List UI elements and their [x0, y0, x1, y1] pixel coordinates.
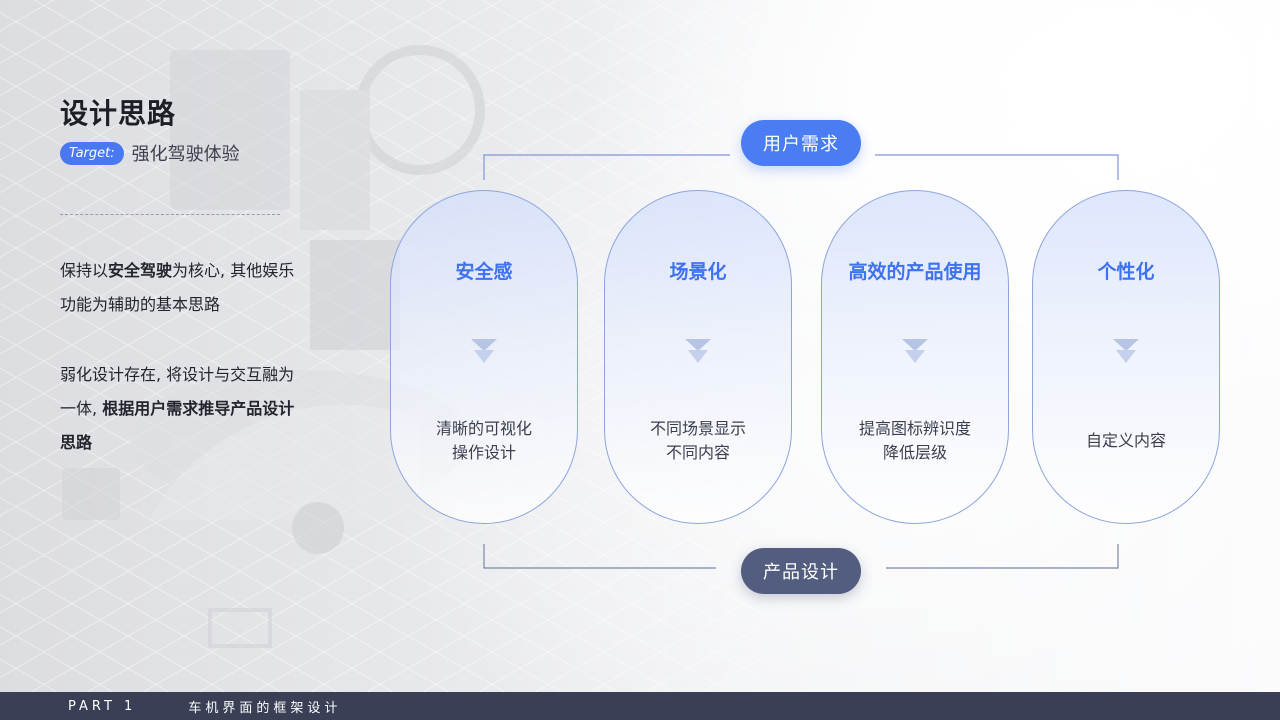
product-design-pill: 产品设计 — [741, 548, 861, 594]
card-description-line: 不同内容 — [665, 443, 730, 462]
card-personalization: 个性化 自定义内容 — [1032, 190, 1220, 524]
target-badge: Target: — [60, 141, 124, 165]
card-title: 安全感 — [455, 261, 513, 283]
double-chevron-down-icon — [902, 339, 928, 363]
paragraph-text: 为核心, 其他娱乐功能为辅助的基本思路 — [60, 261, 295, 314]
footer-section-title: 车机界面的框架设计 — [188, 700, 342, 716]
card-efficiency: 高效的产品使用 提高图标辨识度 降低层级 — [821, 190, 1009, 524]
paragraph-text: 弱化设计存在, 将设计与交互融为一体, — [60, 365, 295, 418]
target-row: Target: 强化驾驶体验 — [60, 140, 240, 166]
card-title: 个性化 — [1097, 261, 1155, 283]
card-description-line: 不同场景显示 — [649, 419, 746, 438]
paragraph-emphasis: 安全驾驶 — [108, 261, 173, 280]
background-illustration — [62, 45, 485, 648]
paragraph-design-approach: 弱化设计存在, 将设计与交互融为一体, 根据用户需求推导产品设计思路 — [60, 358, 300, 460]
user-needs-pill: 用户需求 — [741, 120, 861, 166]
footer-part-label: PART 1 — [68, 698, 137, 714]
dashed-divider — [60, 214, 280, 215]
card-scenario: 场景化 不同场景显示 不同内容 — [604, 190, 792, 524]
flow-connector-lines — [483, 154, 1119, 569]
target-text: 强化驾驶体验 — [131, 144, 240, 165]
paragraph-emphasis: 根据用户需求推导产品设计思路 — [60, 399, 295, 452]
page-title: 设计思路 — [60, 97, 177, 130]
card-description-line: 清晰的可视化 — [435, 419, 532, 438]
card-description-line: 操作设计 — [451, 443, 516, 462]
card-description: 不同场景显示 不同内容 — [605, 415, 791, 467]
card-description: 清晰的可视化 操作设计 — [391, 415, 577, 467]
card-title: 高效的产品使用 — [848, 261, 982, 283]
card-title: 场景化 — [669, 261, 727, 283]
paragraph-core-principle: 保持以安全驾驶为核心, 其他娱乐功能为辅助的基本思路 — [60, 254, 300, 322]
card-description: 提高图标辨识度 降低层级 — [822, 415, 1008, 467]
double-chevron-down-icon — [1113, 339, 1139, 363]
double-chevron-down-icon — [471, 339, 497, 363]
footer-bar: PART 1 车机界面的框架设计 — [0, 692, 1280, 720]
paragraph-text: 保持以 — [60, 261, 109, 280]
card-description-line: 降低层级 — [882, 443, 947, 462]
card-description-line: 自定义内容 — [1085, 431, 1166, 450]
card-description: 自定义内容 — [1033, 415, 1219, 467]
card-safety: 安全感 清晰的可视化 操作设计 — [390, 190, 578, 524]
card-description-line: 提高图标辨识度 — [858, 419, 971, 438]
double-chevron-down-icon — [685, 339, 711, 363]
